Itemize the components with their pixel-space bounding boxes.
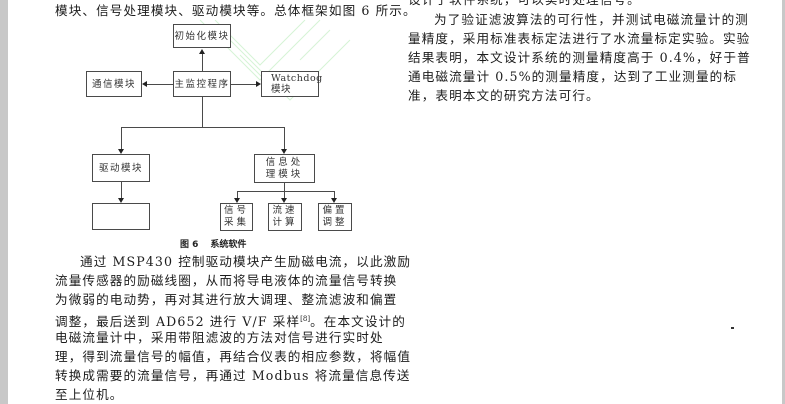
connector-to-flow: [284, 191, 285, 198]
right-paragraph-line-2: 量精度，采用标准表标定法进行了水流量标定实验。实验: [408, 31, 751, 46]
arrow-left-icon: [142, 81, 147, 87]
arrow-down-icon: [281, 198, 287, 203]
info-label-line2: 理模块: [265, 168, 304, 180]
box-watchdog-module: Watchdog 模块: [261, 71, 322, 97]
connector-info-trunk: [284, 183, 285, 191]
left-paragraph-line-4: 调整，最后送到 AD652 进行 V/F 采样[8]。在本文设计的: [55, 312, 406, 329]
left-paragraph-line-2: 流量传感器的励磁线圈，从而将导电液体的流量信号转换: [55, 273, 398, 288]
flow-label-line2: 计算: [272, 217, 298, 228]
flow-label-line1: 流速: [272, 205, 298, 216]
arrow-down-icon: [234, 198, 240, 203]
figure-title: 系统软件: [210, 240, 247, 250]
connector-drive-to-empty: [121, 182, 122, 198]
signal-label-line1: 信号: [223, 205, 249, 216]
bias-label-line2: 调整: [322, 217, 348, 228]
watchdog-label-line1: Watchdog: [271, 73, 323, 84]
box-signal-acquisition: 信号 采集: [220, 203, 253, 231]
arrow-up-icon: [199, 49, 205, 54]
bias-label-line1: 偏置: [322, 205, 348, 216]
right-top-line-cut: 设计了软件系统，可以实时处理信号。: [408, 0, 641, 7]
right-paragraph-line-5: 准，表明本文的研究方法可行。: [408, 88, 600, 103]
signal-label-line2: 采集: [223, 217, 249, 228]
arrow-right-icon: [256, 81, 261, 87]
figure-number: 图 6: [180, 240, 199, 250]
connector-main-to-init: [202, 52, 203, 71]
info-label-line1: 信息处: [265, 156, 304, 168]
arrow-down-icon: [118, 149, 124, 154]
box-main-monitor: 主监控程序: [173, 71, 231, 97]
connector-info-branch: [237, 191, 335, 192]
figure-caption: 图 6 系统软件: [180, 237, 246, 250]
right-viewer-scrollbar[interactable]: [782, 0, 785, 404]
box-info-processing-module: 信息处 理模块: [254, 154, 315, 183]
figure-6-system-software-diagram: 初始化模块 通信模块 主监控程序 Watchdog 模块 驱动模块 信息处 理模…: [0, 0, 400, 250]
stray-mark: [731, 327, 734, 329]
left-paragraph-line-7: 转换成需要的流量信号，再通过 Modbus 将流量信息传送: [55, 368, 411, 383]
connector-to-info: [284, 127, 285, 149]
connector-trunk: [202, 97, 203, 127]
line4-text: 调整，最后送到 AD652 进行 V/F 采样: [55, 314, 301, 329]
citation-ref[interactable]: [8]: [300, 315, 311, 323]
right-paragraph-line-1: 为了验证滤波算法的可行性，并测试电磁流量计的测: [434, 12, 749, 27]
arrow-down-icon: [331, 198, 337, 203]
right-paragraph-line-3: 结果表明，本文设计系统的测量精度高于 0.4%，好于普: [408, 50, 751, 65]
left-paragraph-line-5: 电磁流量计中，采用带阻滤波的方法对信号进行实时处: [55, 330, 384, 345]
connector-branch-horizontal: [121, 127, 285, 128]
connector-to-bias: [334, 191, 335, 198]
left-paragraph-line-8: 至上位机。: [55, 387, 124, 402]
connector-to-drive: [121, 127, 122, 149]
left-paragraph-line-1: 通过 MSP430 控制驱动模块产生励磁电流，以此激励: [80, 254, 412, 269]
line4-tail: 。在本文设计的: [310, 314, 406, 329]
left-viewer-gutter: [0, 0, 8, 404]
box-comm-module: 通信模块: [86, 71, 142, 97]
connector-main-to-comm: [147, 84, 173, 85]
left-top-line: 模块、信号处理模块、驱动模块等。总体框架如图 6 所示。: [55, 3, 417, 18]
watchdog-label-line2: 模块: [271, 84, 292, 95]
box-bias-adjust: 偏置 调整: [318, 203, 352, 231]
arrow-down-icon: [118, 198, 124, 203]
right-paragraph-line-4: 通电磁流量计 0.5%的测量精度，达到了工业测量的标: [408, 69, 738, 84]
left-paragraph-line-6: 理，得到流量信号的幅值，再结合仪表的相应参数，将幅值: [55, 349, 412, 364]
arrow-down-icon: [281, 149, 287, 154]
box-drive-module: 驱动模块: [92, 154, 150, 182]
box-init-module: 初始化模块: [173, 24, 231, 48]
connector-main-to-watchdog: [231, 84, 256, 85]
box-empty: [92, 203, 150, 230]
connector-to-signal: [237, 191, 238, 198]
box-flow-calculation: 流速 计算: [268, 203, 302, 231]
left-paragraph-line-3: 为微弱的电动势，再对其进行放大调理、整流滤波和偏置: [55, 292, 398, 307]
